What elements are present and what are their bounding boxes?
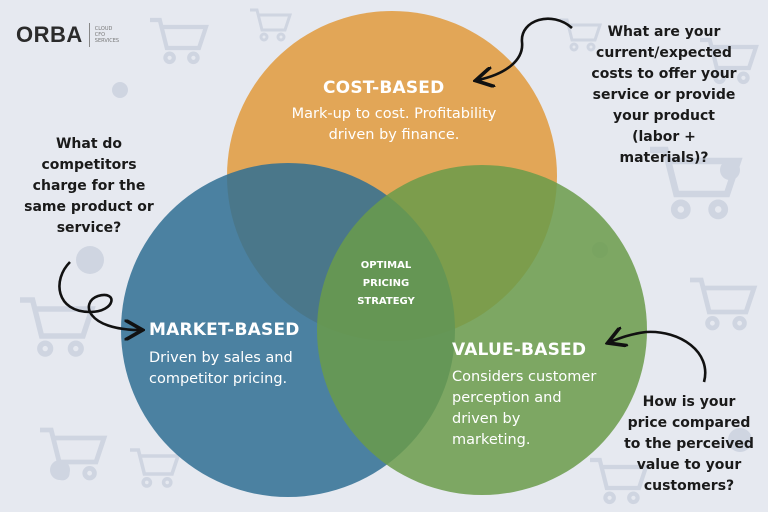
value-question-line: value to your — [636, 457, 742, 473]
market-question-line: competitors — [41, 157, 137, 173]
cart-icon — [150, 17, 209, 65]
market-question-line: What do — [55, 136, 123, 152]
market-question: What do competitors charge for the same … — [16, 134, 162, 239]
logo-tagline: CLOUD CFO SERVICES — [95, 26, 119, 44]
cost-question-line: (labor + — [632, 129, 696, 145]
market-question-line: service? — [56, 220, 122, 236]
center-line: STRATEGY — [357, 296, 415, 307]
cost-question-line: your product — [612, 108, 715, 124]
cost-question: What are your current/expected costs to … — [584, 22, 744, 169]
cart-icon — [590, 457, 649, 505]
market-arrow — [58, 261, 140, 330]
value-arrow — [610, 332, 707, 383]
value-desc-line: marketing. — [452, 432, 531, 448]
logo-tagline-line: CLOUD — [94, 26, 113, 32]
logo-divider — [88, 23, 90, 47]
cart-icon — [250, 8, 293, 42]
logo-tagline-line: SERVICES — [94, 38, 120, 44]
cart-icon — [560, 18, 603, 52]
cost-based-description: Mark-up to cost. Profitability driven by… — [278, 104, 510, 146]
pattern-dot — [50, 460, 70, 480]
market-desc-line: Driven by sales and — [149, 350, 293, 366]
market-question-line: charge for the — [32, 178, 146, 194]
cost-question-line: What are your — [607, 24, 721, 40]
cost-question-line: current/expected — [596, 45, 732, 61]
value-desc-line: perception and — [452, 390, 562, 406]
pattern-dot — [728, 428, 752, 452]
value-question-line: price compared — [627, 415, 751, 431]
value-question: How is your price compared to the percei… — [616, 392, 762, 497]
logo-wordmark: ORBA — [16, 22, 83, 47]
cost-desc-line: driven by finance. — [328, 127, 460, 143]
value-question-line: to the perceived — [624, 436, 754, 452]
orba-logo: ORBA CLOUD CFO SERVICES — [16, 22, 119, 48]
pattern-dot — [76, 246, 104, 274]
cart-icon — [130, 448, 181, 488]
logo-tagline-line: CFO — [94, 32, 106, 38]
cart-icon — [690, 277, 758, 331]
pattern-dot — [720, 160, 740, 180]
value-circle — [317, 165, 647, 495]
value-question-line: How is your — [642, 394, 736, 410]
value-based-title: VALUE-BASED — [452, 340, 587, 360]
market-question-line: same product or — [24, 199, 154, 215]
value-desc-line: Considers customer — [452, 369, 597, 385]
market-desc-line: competitor pricing. — [149, 371, 288, 387]
cart-icon — [20, 297, 96, 357]
cost-arrow — [478, 17, 573, 80]
cost-question-line: materials)? — [619, 150, 709, 166]
cart-icon — [700, 37, 759, 85]
value-question-line: customers? — [643, 478, 735, 494]
value-desc-line: driven by — [452, 411, 521, 427]
cost-based-title: COST-BASED — [323, 78, 445, 98]
market-based-description: Driven by sales and competitor pricing. — [149, 348, 293, 390]
center-line: PRICING — [362, 278, 410, 289]
value-based-description: Considers customer perception and driven… — [452, 367, 596, 451]
center-line: OPTIMAL — [360, 260, 412, 271]
market-based-title: MARKET-BASED — [149, 320, 300, 340]
optimal-pricing-strategy-label: OPTIMAL PRICING STRATEGY — [340, 257, 432, 311]
cost-question-line: service or provide — [592, 87, 736, 103]
cost-question-line: costs to offer your — [591, 66, 737, 82]
pattern-dot — [112, 82, 128, 98]
cost-desc-line: Mark-up to cost. Profitability — [291, 106, 497, 122]
